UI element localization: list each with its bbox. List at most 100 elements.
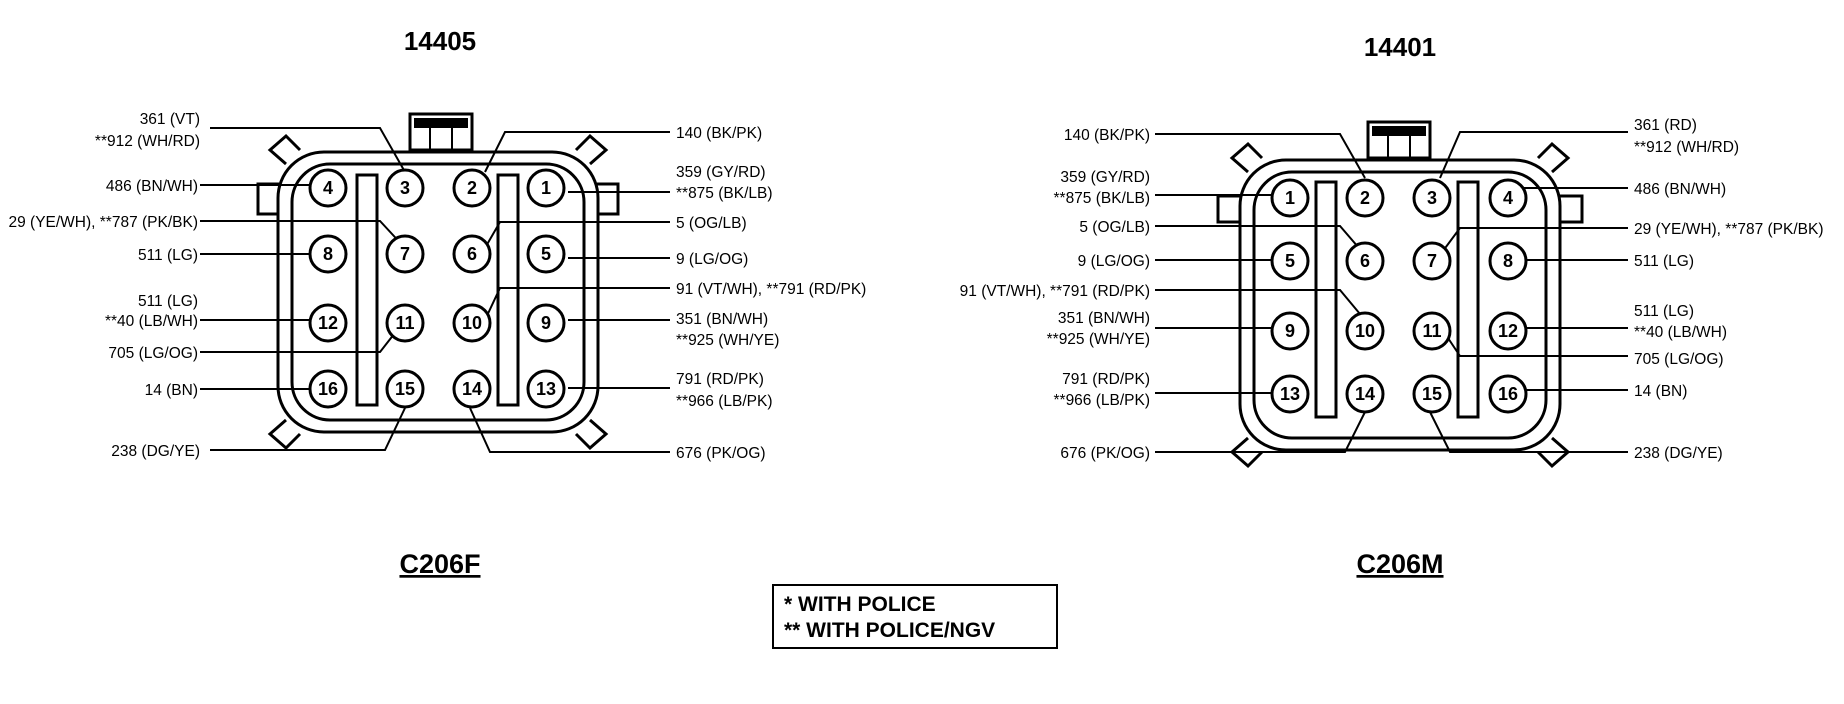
pin-number: 4 [323, 178, 333, 198]
wire-label: 91 (VT/WH), **791 (RD/PK) [960, 283, 1150, 300]
pin-number: 13 [536, 379, 556, 399]
pin-number: 3 [400, 178, 410, 198]
wire-label: 29 (YE/WH), **787 (PK/BK) [8, 214, 198, 231]
pin-10: 10 [452, 303, 492, 343]
wire-label: 359 (GY/RD) [676, 164, 766, 181]
wire-label: 238 (DG/YE) [111, 443, 200, 460]
pin-number: 9 [541, 313, 551, 333]
wire-label: 140 (BK/PK) [676, 125, 762, 142]
pin-9: 9 [1270, 311, 1310, 351]
pin-number: 12 [318, 313, 338, 333]
pin-13: 13 [526, 369, 566, 409]
pin-number: 10 [1355, 321, 1375, 341]
pin-15: 15 [385, 369, 425, 409]
wire-label: 511 (LG) [1634, 253, 1694, 270]
wire-label: 238 (DG/YE) [1634, 445, 1723, 462]
wire-label: **966 (LB/PK) [676, 393, 773, 410]
wire-label: **40 (LB/WH) [105, 313, 198, 330]
wire-label: 14 (BN) [145, 382, 198, 399]
pin-3: 3 [1412, 178, 1452, 218]
pin-5: 5 [1270, 241, 1310, 281]
legend-box: * WITH POLICE ** WITH POLICE/NGV [772, 584, 1058, 649]
wire-label: 511 (LG) [1634, 303, 1694, 320]
pin-number: 12 [1498, 321, 1518, 341]
wire-label: 29 (YE/WH), **787 (PK/BK) [1634, 221, 1824, 238]
pin-2: 2 [452, 168, 492, 208]
wire-label: 5 (OG/LB) [1079, 219, 1150, 236]
wire-label: **875 (BK/LB) [1054, 190, 1151, 207]
pin-16: 16 [1488, 374, 1528, 414]
wire-label: 705 (LG/OG) [108, 345, 198, 362]
pin-number: 15 [1422, 384, 1442, 404]
pin-number: 2 [1360, 188, 1370, 208]
wire-label: 791 (RD/PK) [1062, 371, 1150, 388]
pin-number: 13 [1280, 384, 1300, 404]
wire-label: **966 (LB/PK) [1054, 392, 1151, 409]
pin-1: 1 [526, 168, 566, 208]
pin-number: 5 [541, 244, 551, 264]
pin-2: 2 [1345, 178, 1385, 218]
left-part-number: 14405 [404, 26, 476, 56]
wire-label: 140 (BK/PK) [1064, 127, 1150, 144]
wire-label: **912 (WH/RD) [95, 133, 200, 150]
pin-11: 11 [1412, 311, 1452, 351]
pin-10: 10 [1345, 311, 1385, 351]
pin-5: 5 [526, 234, 566, 274]
wire-label: 486 (BN/WH) [1634, 181, 1726, 198]
pin-9: 9 [526, 303, 566, 343]
pin-number: 15 [395, 379, 415, 399]
pin-11: 11 [385, 303, 425, 343]
legend-item-police: * WITH POLICE [784, 593, 936, 616]
pin-13: 13 [1270, 374, 1310, 414]
pin-6: 6 [452, 234, 492, 274]
pin-number: 14 [1355, 384, 1375, 404]
pin-12: 12 [308, 303, 348, 343]
left-connector-name: C206F [399, 549, 480, 579]
pin-number: 8 [323, 244, 333, 264]
pin-7: 7 [1412, 241, 1452, 281]
pin-number: 1 [541, 178, 551, 198]
pin-8: 8 [1488, 241, 1528, 281]
legend-item-police-ngv: ** WITH POLICE/NGV [784, 619, 996, 642]
wire-label: **925 (WH/YE) [676, 332, 779, 349]
wire-label: 5 (OG/LB) [676, 215, 747, 232]
pin-number: 4 [1503, 188, 1513, 208]
pin-number: 2 [467, 178, 477, 198]
pin-number: 9 [1285, 321, 1295, 341]
wire-label: **925 (WH/YE) [1047, 331, 1150, 348]
right-labels: 140 (BK/PK) 359 (GY/RD) **875 (BK/LB) 5 … [960, 117, 1824, 462]
pin-4: 4 [308, 168, 348, 208]
wire-label: **40 (LB/WH) [1634, 324, 1727, 341]
pin-number: 1 [1285, 188, 1295, 208]
right-connector-housing [1216, 120, 1584, 469]
pin-1: 1 [1270, 178, 1310, 218]
right-wires [1155, 131, 1628, 453]
wire-label: 351 (BN/WH) [676, 311, 768, 328]
wire-label: 9 (LG/OG) [1078, 253, 1150, 270]
pin-number: 3 [1427, 188, 1437, 208]
pin-4: 4 [1488, 178, 1528, 218]
wire-label: 791 (RD/PK) [676, 371, 764, 388]
pin-3: 3 [385, 168, 425, 208]
wire-label: 14 (BN) [1634, 383, 1687, 400]
right-connector-name: C206M [1356, 549, 1443, 579]
pin-number: 8 [1503, 251, 1513, 271]
wire-label: **875 (BK/LB) [676, 185, 773, 202]
right-part-number: 14401 [1364, 32, 1436, 62]
wire-label: 511 (LG) [138, 247, 198, 264]
pin-number: 16 [1498, 384, 1518, 404]
wire-label: 351 (BN/WH) [1058, 310, 1150, 327]
pin-7: 7 [385, 234, 425, 274]
wire-label: **912 (WH/RD) [1634, 139, 1739, 156]
pin-6: 6 [1345, 241, 1385, 281]
pin-number: 5 [1285, 251, 1295, 271]
pin-number: 16 [318, 379, 338, 399]
pin-number: 7 [400, 244, 410, 264]
wire-label: 705 (LG/OG) [1634, 351, 1724, 368]
pin-number: 7 [1427, 251, 1437, 271]
left-labels: 361 (VT) **912 (WH/RD) 486 (BN/WH) 29 (Y… [8, 111, 866, 462]
pin-number: 11 [395, 313, 414, 333]
